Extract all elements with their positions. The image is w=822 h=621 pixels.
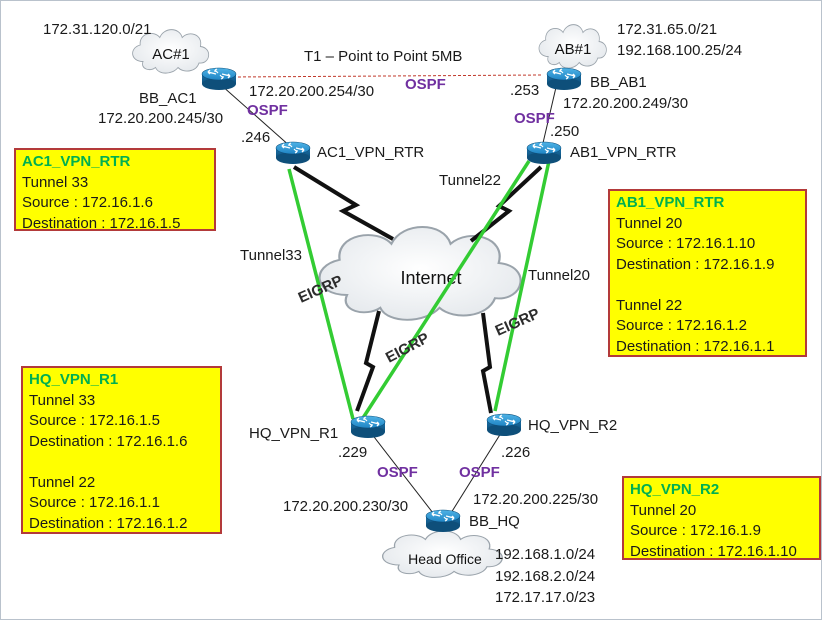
box-ab1-line3: Destination : 172.16.1.9	[616, 255, 775, 273]
bb-ac1-lan-label: 172.20.200.245/30	[98, 110, 223, 127]
bb-ac1-label: BB_AC1	[139, 90, 197, 107]
box-ac1-line1: Tunnel 33	[22, 173, 89, 191]
ac1-vpn-rtr-label: AC1_VPN_RTR	[317, 144, 424, 161]
link-hqr1-bbhq	[370, 432, 434, 514]
box-hq-r1-line5: Source : 172.16.1.1	[29, 494, 160, 511]
bb-ab1-lan-label: 172.20.200.249/30	[563, 95, 688, 112]
hq-net1-label: 192.168.1.0/24	[495, 546, 595, 563]
router-bb-ab1[interactable]	[546, 67, 582, 91]
box-hq-r1-line1: Tunnel 33	[29, 391, 96, 409]
link-bbac1-ac1vpn	[220, 84, 292, 148]
cloud-ac1: AC#1	[132, 29, 210, 74]
box-ac1-line2: Source : 172.16.1.6	[22, 194, 153, 211]
router-bb-hq[interactable]	[425, 509, 461, 533]
box-ab1-spacer	[616, 275, 799, 296]
ospf-label-hq-r1: OSPF	[377, 464, 418, 481]
internet-link-hqr2	[480, 312, 493, 414]
info-box-hq-vpn-r1: HQ_VPN_R1 Tunnel 33 Source : 172.16.1.5 …	[21, 366, 222, 534]
cloud-ac1-label: AC#1	[152, 46, 190, 63]
ospf-label-ab1: OSPF	[514, 110, 555, 127]
hq-226-label: .226	[501, 444, 530, 461]
hq-r2-lan-label: 172.20.200.225/30	[473, 491, 598, 508]
tunnel-20	[493, 160, 551, 412]
internet-link-ab1	[469, 165, 543, 243]
ac1-246-label: .246	[241, 129, 270, 146]
box-hq-r1-line3: Destination : 172.16.1.6	[29, 432, 188, 450]
router-ab1-vpn-rtr[interactable]	[526, 141, 562, 165]
router-ac1-vpn-rtr[interactable]	[275, 141, 311, 165]
box-ab1-line5: Source : 172.16.1.2	[616, 317, 747, 334]
box-title-ab1: AB1_VPN_RTR	[616, 194, 725, 211]
box-ab1-line6: Destination : 172.16.1.1	[616, 337, 775, 355]
t1-link	[232, 74, 542, 78]
cloud-head-office: Head Office	[382, 530, 503, 579]
router-hq-vpn-r1[interactable]	[350, 415, 386, 439]
ospf-label-ac1: OSPF	[247, 102, 288, 119]
t1-title: T1 – Point to Point 5MB	[304, 48, 462, 65]
hq-229-label: .229	[338, 444, 367, 461]
tunnel-22	[359, 160, 531, 422]
hq-net3-label: 172.17.17.0/23	[495, 589, 595, 606]
info-box-hq-vpn-r2: HQ_VPN_R2 Tunnel 20 Source : 172.16.1.9 …	[622, 476, 821, 560]
box-hq-r2-line1: Tunnel 20	[630, 501, 697, 519]
ab1-subnet2-label: 192.168.100.25/24	[617, 42, 742, 59]
internet-link-ac1	[292, 165, 394, 241]
bb-hq-label: BB_HQ	[469, 513, 520, 530]
router-bb-ac1[interactable]	[201, 67, 237, 91]
hq-r1-lan-label: 172.20.200.230/30	[283, 498, 408, 515]
info-box-ab1-vpn-rtr: AB1_VPN_RTR Tunnel 20 Source : 172.16.1.…	[608, 189, 807, 357]
box-ac1-line3: Destination : 172.16.1.5	[22, 214, 181, 232]
box-title-ac1: AC1_VPN_RTR	[22, 153, 131, 170]
box-hq-r2-line2: Source : 172.16.1.9	[630, 522, 761, 539]
cloud-ab1-label: AB#1	[555, 41, 592, 58]
bb-ac1-t1-label: 172.20.200.254/30	[249, 83, 374, 100]
ab1-vpn-rtr-label: AB1_VPN_RTR	[570, 144, 677, 161]
box-hq-r1-line2: Source : 172.16.1.5	[29, 412, 160, 429]
tunnel33-label: Tunnel33	[240, 247, 302, 264]
box-ab1-line4: Tunnel 22	[616, 296, 683, 314]
internet-link-hqr1	[355, 310, 381, 412]
tunnel-33	[287, 168, 355, 420]
link-hqr2-bbhq	[450, 432, 502, 514]
ab1-subnet1-label: 172.31.65.0/21	[617, 21, 717, 38]
tunnel20-label: Tunnel20	[528, 267, 590, 284]
box-title-hq-r2: HQ_VPN_R2	[630, 481, 720, 498]
ab1-253-label: .253	[510, 82, 539, 99]
cloud-internet: Internet	[318, 225, 522, 321]
bb-ab1-label: BB_AB1	[590, 74, 647, 91]
hq-vpn-r1-label: HQ_VPN_R1	[249, 425, 338, 442]
ac1-subnet-label: 172.31.120.0/21	[43, 21, 151, 38]
info-box-ac1-vpn-rtr: AC1_VPN_RTR Tunnel 33 Source : 172.16.1.…	[14, 148, 216, 232]
link-bbab1-ab1vpn	[542, 82, 558, 144]
cloud-ab1: AB#1	[538, 24, 607, 69]
ab1-250-label: .250	[550, 123, 579, 140]
box-hq-r2-line3: Destination : 172.16.1.10	[630, 542, 797, 560]
ospf-label-t1: OSPF	[405, 76, 446, 93]
router-hq-vpn-r2[interactable]	[486, 413, 522, 437]
eigrp-label-t22: EIGRP	[383, 330, 432, 367]
box-hq-r1-line4: Tunnel 22	[29, 473, 96, 491]
box-hq-r1-spacer	[29, 452, 214, 473]
box-ab1-line2: Source : 172.16.1.10	[616, 235, 756, 252]
box-ab1-line1: Tunnel 20	[616, 214, 683, 232]
cloud-internet-label: Internet	[400, 268, 461, 288]
hq-vpn-r2-label: HQ_VPN_R2	[528, 417, 617, 434]
box-title-hq-r1: HQ_VPN_R1	[29, 371, 119, 388]
hq-net2-label: 192.168.2.0/24	[495, 568, 595, 585]
cloud-head-office-label: Head Office	[408, 551, 482, 567]
ospf-label-hq-r2: OSPF	[459, 464, 500, 481]
box-hq-r1-line6: Destination : 172.16.1.2	[29, 514, 188, 532]
tunnel22-label: Tunnel22	[439, 172, 501, 189]
